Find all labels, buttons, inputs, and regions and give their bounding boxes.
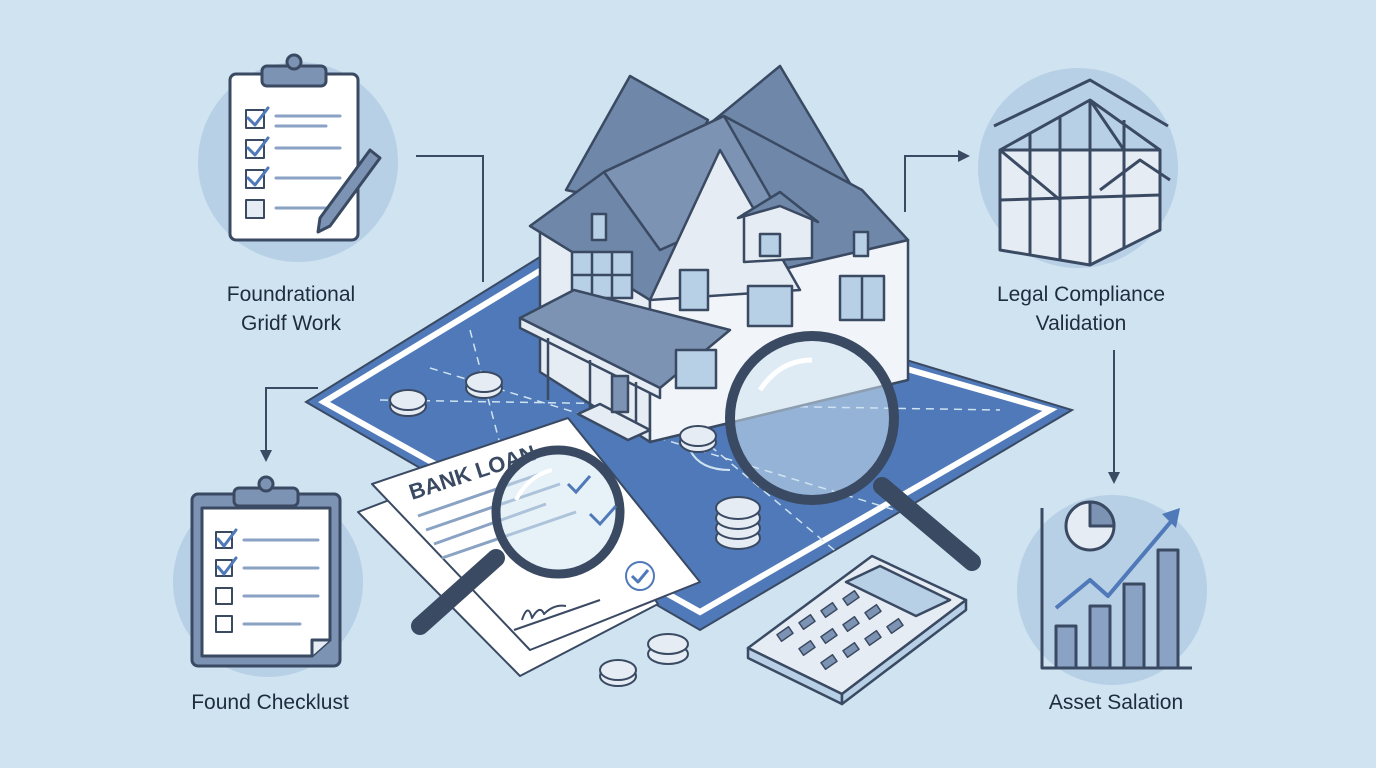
- connector-foundational: [416, 155, 484, 282]
- house-icon: [518, 64, 910, 444]
- label-asset: Asset Salation: [1016, 688, 1216, 717]
- connector-legal: [904, 150, 970, 212]
- label-legal-line-2: Validation: [1035, 312, 1127, 335]
- coin-icon: [389, 371, 761, 687]
- house-frame-icon: [993, 78, 1171, 267]
- clipboard-icon: [190, 475, 342, 668]
- clipboard-checklist-icon: [228, 53, 382, 242]
- label-legal-line-1: Legal Compliance: [996, 283, 1166, 306]
- magnifier-icon: [411, 331, 981, 635]
- calculator-icon: [746, 554, 968, 706]
- label-asset-line-1: Asset Salation: [1048, 691, 1184, 714]
- connector-checklist: [260, 387, 318, 462]
- label-foundational-line-1: Foundrational: [226, 283, 356, 306]
- label-legal: Legal Compliance Validation: [966, 280, 1196, 338]
- label-checklist: Found Checklust: [160, 688, 380, 717]
- bar-chart-icon: [1040, 500, 1192, 670]
- label-foundational-line-2: Gridf Work: [241, 312, 341, 335]
- connector-asset: [1108, 350, 1120, 484]
- label-foundational: Foundrational Gridf Work: [196, 280, 386, 338]
- label-checklist-line-1: Found Checklust: [191, 691, 349, 714]
